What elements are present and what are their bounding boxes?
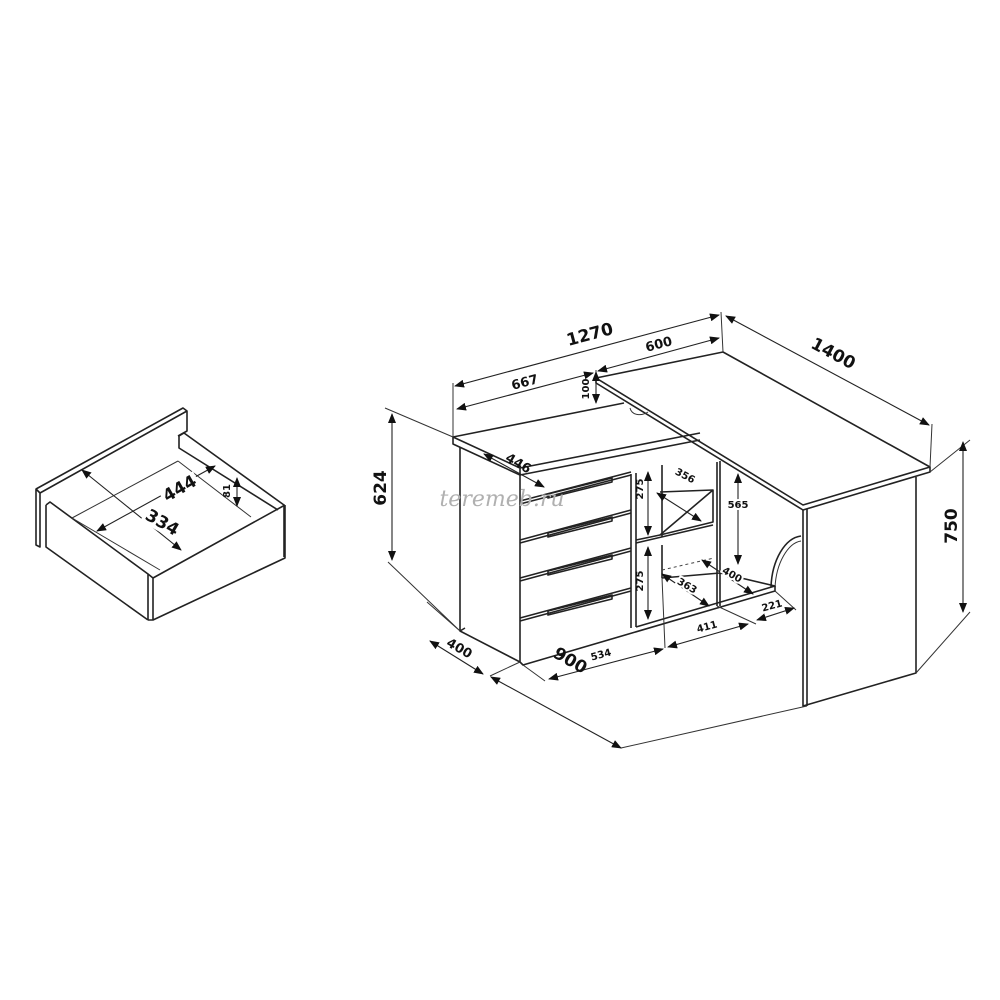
drawer-left-side <box>45 501 149 621</box>
label-356: 356 <box>673 467 697 487</box>
dim-line-400-depth <box>429 640 484 675</box>
bottom-plinth <box>635 572 776 628</box>
label-100: 100 <box>581 379 592 400</box>
dim-line-600 <box>597 336 720 373</box>
label-750: 750 <box>942 508 962 544</box>
label-565: 565 <box>728 500 749 511</box>
label-400-depth: 400 <box>443 636 474 663</box>
label-667: 667 <box>510 372 540 394</box>
label-275-upper: 275 <box>635 479 646 500</box>
cabinet-top <box>452 402 701 476</box>
dim-line-534 <box>548 647 664 681</box>
label-411: 411 <box>696 619 719 635</box>
desk-leg-panel <box>802 477 917 707</box>
label-624: 624 <box>371 470 391 506</box>
label-534: 534 <box>590 647 613 663</box>
drawer-illustration: 444 334 81 <box>35 407 286 621</box>
desk-illustration: 1270 667 600 1400 100 446 624 750 275 27… <box>371 311 971 749</box>
dim-line-400-inner <box>701 559 754 595</box>
dim-line-446 <box>483 453 545 488</box>
drawer-right-side <box>178 432 285 557</box>
dimension-lines <box>388 313 967 749</box>
drawer-handles <box>547 477 613 616</box>
drawer-height-label: 81 <box>222 484 233 498</box>
dim-line-363 <box>661 573 710 607</box>
label-221: 221 <box>761 598 784 614</box>
label-600: 600 <box>644 334 674 356</box>
dim-line-221 <box>756 606 795 622</box>
cabinet-left-side <box>459 447 521 663</box>
dim-line-900 <box>490 676 622 749</box>
drawer-handle-3 <box>547 554 613 576</box>
desk-top <box>595 351 931 511</box>
drawer-front-panel <box>147 504 286 621</box>
cable-notch <box>629 407 649 416</box>
dim-line-411 <box>667 622 749 649</box>
label-275-lower: 275 <box>635 571 646 592</box>
hidden-edge <box>661 557 715 571</box>
dim-line-667 <box>456 371 594 411</box>
label-1270: 1270 <box>565 319 616 351</box>
label-363: 363 <box>675 576 699 596</box>
drawer-width-dim-line <box>81 469 182 551</box>
label-1400: 1400 <box>807 334 858 374</box>
dim-line-1400 <box>725 315 930 426</box>
dim-line-356 <box>656 492 702 522</box>
watermark: teremeb.ru <box>439 487 564 512</box>
leg-arch <box>770 535 802 588</box>
drawer-handle-1 <box>547 477 613 499</box>
label-400-inner: 400 <box>720 565 744 585</box>
drawer-handle-4 <box>547 594 613 616</box>
drawer-handle-2 <box>547 516 613 538</box>
leg-arch-inner <box>774 540 802 589</box>
